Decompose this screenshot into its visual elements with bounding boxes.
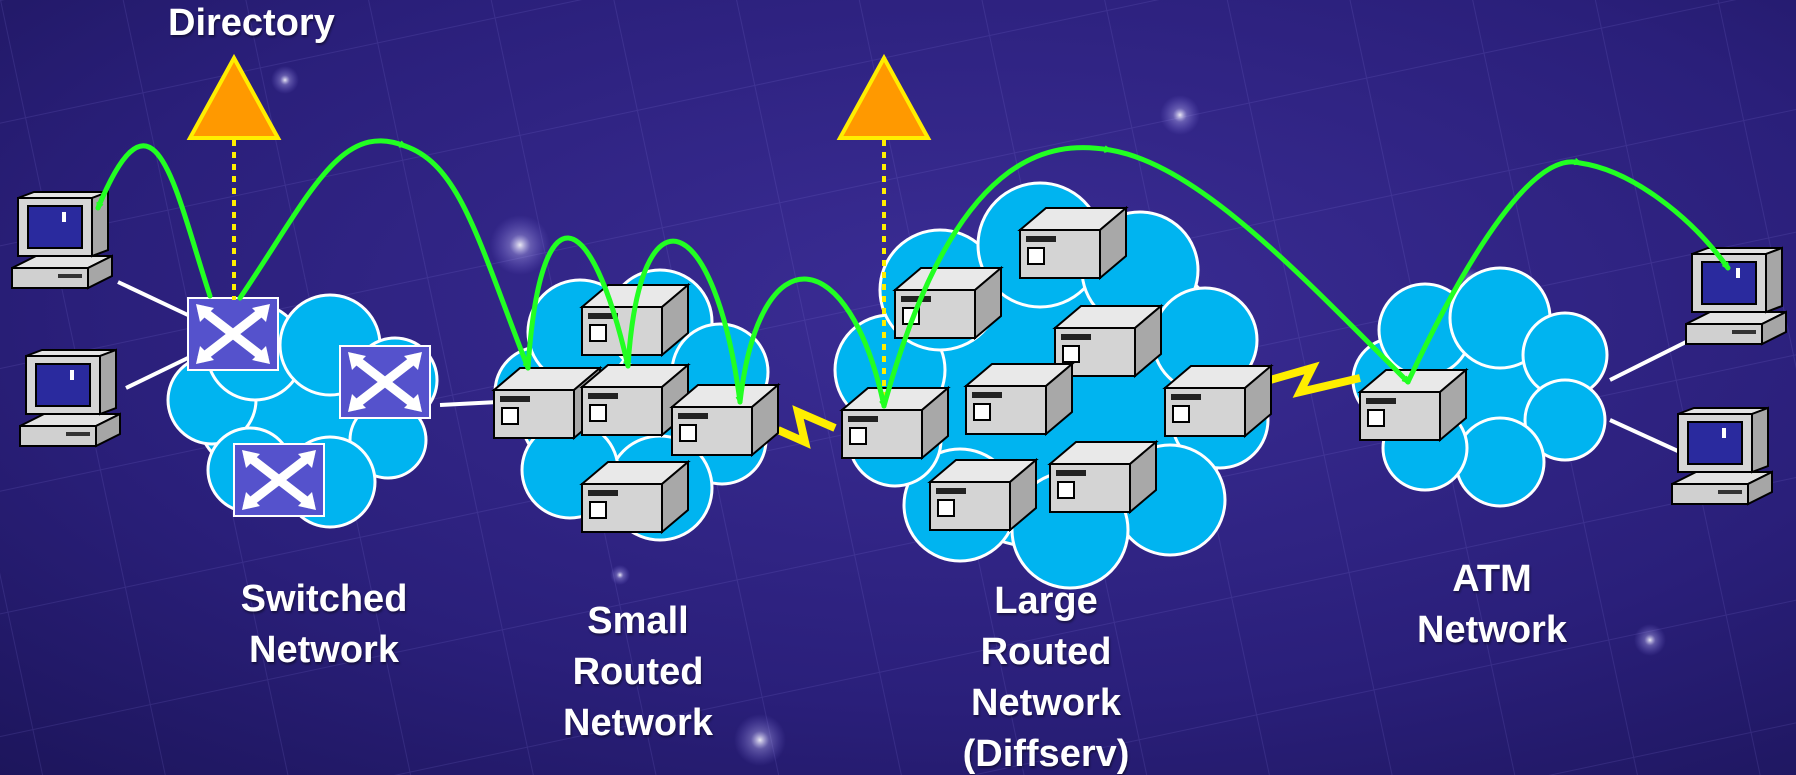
signaling-arrows xyxy=(95,138,1731,409)
switched-network-label: Switched Network xyxy=(240,578,408,671)
lightning-bolt-icon xyxy=(776,405,837,449)
access-links xyxy=(117,280,1691,454)
computer-icon xyxy=(1685,247,1787,345)
computer-icon xyxy=(19,349,121,447)
router-icon xyxy=(841,387,949,459)
atm-network-label: ATM Network xyxy=(1417,558,1567,651)
computer-icon xyxy=(1671,407,1773,505)
router-icon xyxy=(671,384,779,456)
router-icon xyxy=(581,461,689,533)
lightning-bolt-icon xyxy=(1268,361,1361,398)
switch-icon xyxy=(234,444,324,516)
router-icon xyxy=(1359,369,1467,441)
directory-triangle-icon xyxy=(186,53,282,140)
router-icon xyxy=(1049,441,1157,513)
directory-label: Directory xyxy=(168,2,335,44)
small-routed-network-label: Small Routed Network xyxy=(563,600,713,744)
wan-links xyxy=(776,361,1361,449)
switch-icon xyxy=(340,346,430,418)
router-icon xyxy=(965,363,1073,435)
router-icon xyxy=(929,459,1037,531)
router-icon xyxy=(1019,207,1127,279)
directory-links xyxy=(232,140,886,408)
large-routed-network-label: Large Routed Network (Diffserv) xyxy=(962,580,1130,775)
switch-icon xyxy=(188,298,278,370)
router-icon xyxy=(1164,365,1272,437)
directory-triangle-icon xyxy=(836,53,932,140)
